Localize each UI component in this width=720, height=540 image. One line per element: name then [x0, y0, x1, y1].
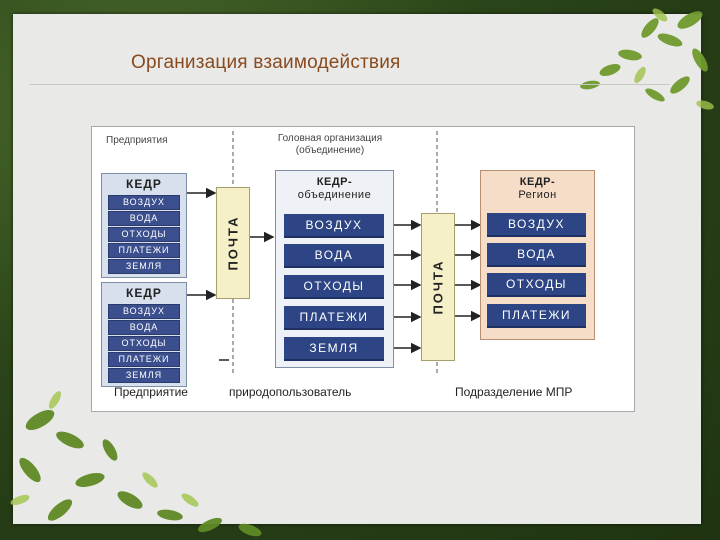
association-block: КЕДР- объединение ВОЗДУХ ВОДА ОТХОДЫ ПЛА…: [275, 170, 394, 368]
region-item-water: ВОДА: [487, 243, 586, 267]
enterprise-2-item-waste: ОТХОДЫ: [108, 336, 180, 351]
section-label-head-line1: Головная организация: [277, 133, 383, 144]
region-title-line1: КЕДР-: [519, 176, 556, 188]
enterprise-2-item-air: ВОЗДУХ: [108, 304, 180, 319]
slide-title: Организация взаимодействия: [131, 52, 401, 73]
enterprise-1-item-land: ЗЕМЛЯ: [108, 259, 180, 274]
region-item-payments: ПЛАТЕЖИ: [487, 304, 586, 328]
section-label-head-organization: Головная организация (объединение): [262, 133, 398, 157]
region-item-waste: ОТХОДЫ: [487, 273, 586, 297]
section-label-head-line2: (объединение): [295, 145, 365, 156]
leaves-decoration-top-right: [580, 8, 714, 110]
enterprise-1-item-payments: ПЛАТЕЖИ: [108, 243, 180, 258]
section-label-enterprises: Предприятия: [106, 135, 168, 146]
mail-box-2-label: ПОЧТА: [430, 259, 446, 315]
association-title-line1: КЕДР-: [316, 176, 353, 188]
region-block-title: КЕДР- Регион: [481, 176, 594, 202]
caption-enterprise: Предприятие: [114, 385, 188, 399]
enterprise-2-item-payments: ПЛАТЕЖИ: [108, 352, 180, 367]
enterprise-1-item-water: ВОДА: [108, 211, 180, 226]
enterprise-1-item-air: ВОЗДУХ: [108, 195, 180, 210]
title-divider: [30, 84, 670, 85]
association-item-waste: ОТХОДЫ: [284, 275, 384, 299]
enterprise-1-item-waste: ОТХОДЫ: [108, 227, 180, 242]
enterprise-block-2: КЕДР ВОЗДУХ ВОДА ОТХОДЫ ПЛАТЕЖИ ЗЕМЛЯ: [101, 282, 187, 387]
mail-box-1: ПОЧТА: [216, 187, 250, 299]
region-item-air: ВОЗДУХ: [487, 213, 586, 237]
region-title-line2: Регион: [518, 189, 557, 201]
caption-nature-user: природопользователь: [229, 385, 352, 399]
association-item-water: ВОДА: [284, 244, 384, 268]
association-block-title: КЕДР- объединение: [276, 176, 393, 202]
region-block: КЕДР- Регион ВОЗДУХ ВОДА ОТХОДЫ ПЛАТЕЖИ: [480, 170, 595, 340]
enterprise-2-item-water: ВОДА: [108, 320, 180, 335]
enterprise-block-2-title: КЕДР: [126, 286, 162, 300]
caption-mpr-division: Подразделение МПР: [455, 385, 573, 399]
association-item-payments: ПЛАТЕЖИ: [284, 306, 384, 330]
association-item-air: ВОЗДУХ: [284, 214, 384, 238]
leaves-decoration-bottom-left: [10, 391, 262, 537]
association-item-land: ЗЕМЛЯ: [284, 337, 384, 361]
interaction-diagram: Предприятия Головная организация (объеди…: [91, 126, 635, 412]
mail-box-2: ПОЧТА: [421, 213, 455, 361]
enterprise-block-1-title: КЕДР: [126, 177, 162, 191]
enterprise-2-item-land: ЗЕМЛЯ: [108, 368, 180, 383]
association-title-line2: объединение: [297, 189, 372, 201]
mail-box-1-label: ПОЧТА: [225, 215, 241, 271]
enterprise-block-1: КЕДР ВОЗДУХ ВОДА ОТХОДЫ ПЛАТЕЖИ ЗЕМЛЯ: [101, 173, 187, 278]
